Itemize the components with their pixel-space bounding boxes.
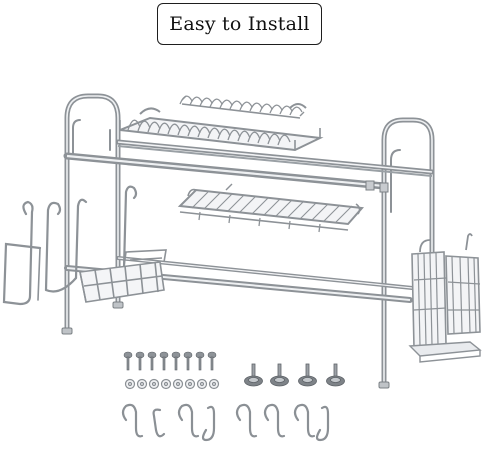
s-hook <box>177 403 200 438</box>
s-hook <box>263 403 286 438</box>
s-hook <box>315 405 330 442</box>
s-hook <box>293 403 316 438</box>
washer <box>172 378 184 390</box>
screw <box>135 351 145 371</box>
leveling-feet <box>244 363 345 387</box>
rack-frame <box>64 93 435 387</box>
s-hook <box>152 408 166 438</box>
washer <box>124 378 136 390</box>
leveling-foot <box>244 363 263 387</box>
s-hook <box>121 403 144 438</box>
leveling-foot <box>326 363 345 387</box>
washers <box>124 378 220 390</box>
leveling-foot <box>298 363 317 387</box>
s-hook <box>201 405 216 442</box>
caption-box: Easy to Install <box>157 3 322 45</box>
utensil-holder <box>408 233 482 363</box>
s-hooks <box>121 403 330 442</box>
screw <box>183 351 193 371</box>
screw <box>123 351 133 371</box>
s-hook <box>235 403 258 438</box>
screw <box>147 351 157 371</box>
left-basket <box>79 249 167 303</box>
caption-text: Easy to Install <box>169 13 310 35</box>
washer <box>148 378 160 390</box>
washer <box>208 378 220 390</box>
screw <box>195 351 205 371</box>
washer <box>136 378 148 390</box>
screw <box>171 351 181 371</box>
screws <box>123 351 217 371</box>
left-hooks <box>2 185 138 306</box>
leveling-foot <box>270 363 289 387</box>
washer <box>160 378 172 390</box>
plate-rack <box>119 95 324 152</box>
washer <box>184 378 196 390</box>
screw <box>207 351 217 371</box>
bowl-rack <box>177 183 365 233</box>
rack-feet <box>61 301 438 389</box>
washer <box>196 378 208 390</box>
screw <box>159 351 169 371</box>
telescopic-bars <box>63 139 435 303</box>
